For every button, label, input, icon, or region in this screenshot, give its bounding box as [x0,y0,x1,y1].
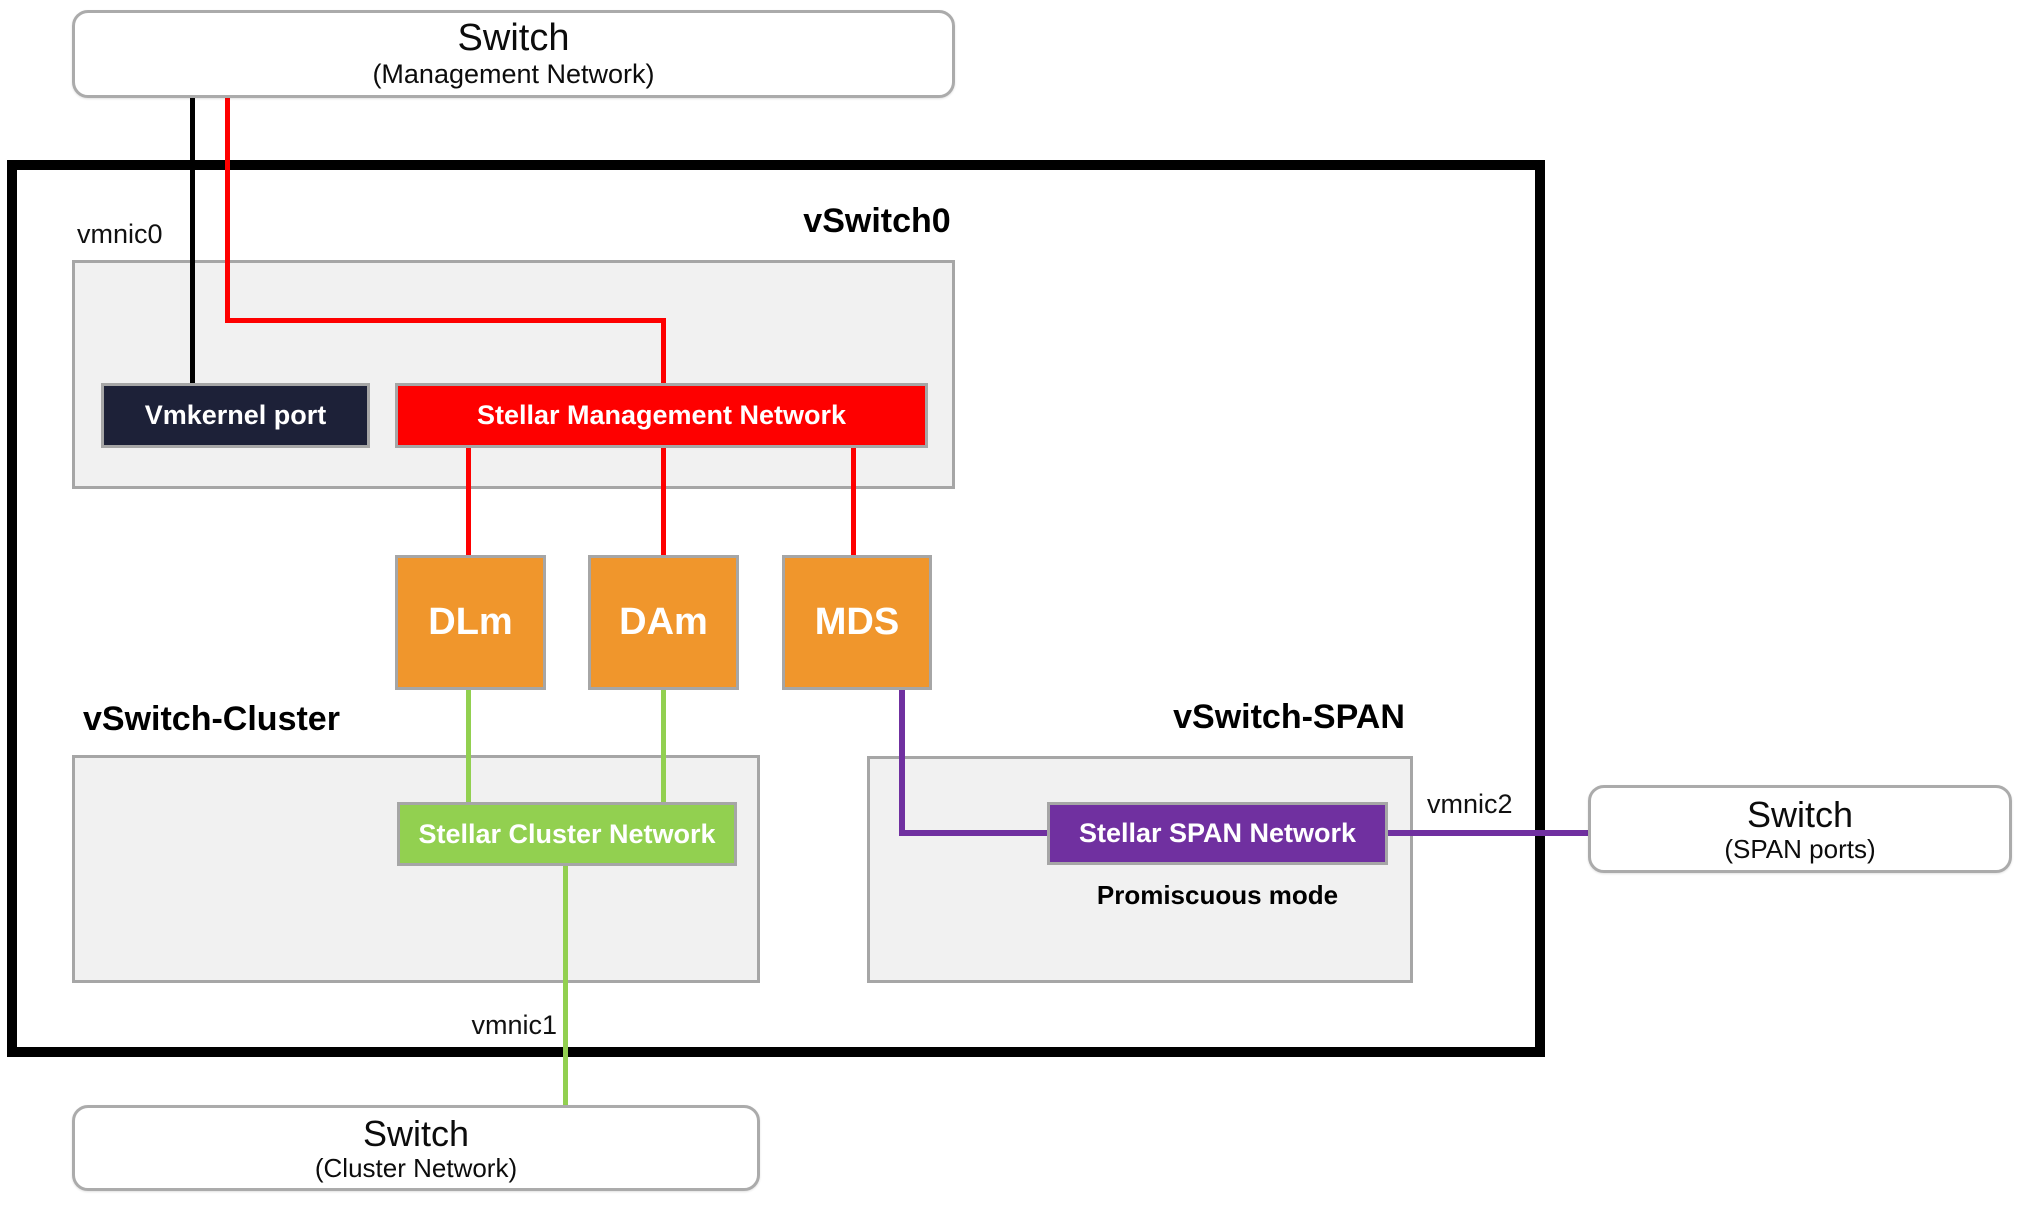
vswitch0-title: vSwitch0 [803,202,951,240]
stellar-cluster-network-box: Stellar Cluster Network [397,802,737,866]
link-mgmt-pg-to-dlm [466,446,471,557]
management-switch-subtitle: (Management Network) [372,59,655,90]
vswitch-span-title: vSwitch-SPAN [1173,698,1405,736]
management-switch-box: Switch (Management Network) [72,10,955,98]
link-mgmt-switch-to-mgmt-pg-segment-1 [225,97,230,323]
link-mgmt-switch-to-vmkernel [190,97,195,385]
link-span-pg-to-span-switch [1386,830,1590,836]
vmnic2-label: vmnic2 [1427,789,1513,819]
vswitch0-container [72,260,955,489]
link-mgmt-switch-to-mgmt-pg-segment-3 [661,318,666,385]
vswitch-cluster-title: vSwitch-Cluster [83,700,340,738]
link-mds-to-span-pg-segment-2 [899,830,1047,836]
cluster-switch-box: Switch (Cluster Network) [72,1105,760,1191]
cluster-switch-title: Switch [362,1112,470,1154]
vmkernel-port-box: Vmkernel port [101,383,370,448]
dlm-vm-box: DLm [395,555,546,690]
management-switch-title: Switch [457,17,570,60]
link-dam-to-cluster-pg [661,688,666,804]
link-mgmt-pg-to-mds [851,446,856,557]
dam-vm-box: DAm [588,555,739,690]
promiscuous-mode-label: Promiscuous mode [1096,880,1339,910]
link-mgmt-pg-to-dam [661,446,666,557]
span-switch-box: Switch (SPAN ports) [1588,785,2012,873]
span-switch-subtitle: (SPAN ports) [1724,833,1876,864]
span-switch-title: Switch [1746,793,1854,835]
stellar-span-network-box: Stellar SPAN Network [1047,802,1388,865]
link-mgmt-switch-to-mgmt-pg-segment-2 [225,318,666,323]
vswitch-cluster-container [72,755,760,983]
link-cluster-pg-to-cluster-switch [563,864,568,1107]
link-dlm-to-cluster-pg [466,688,471,804]
cluster-switch-subtitle: (Cluster Network) [314,1152,518,1183]
mds-vm-box: MDS [782,555,932,690]
stellar-management-network-box: Stellar Management Network [395,383,928,448]
vmnic1-label: vmnic1 [471,1010,557,1040]
vmnic0-label: vmnic0 [77,219,163,249]
link-mds-to-span-pg-segment-1 [899,688,905,836]
vswitch-span-container [867,756,1413,983]
